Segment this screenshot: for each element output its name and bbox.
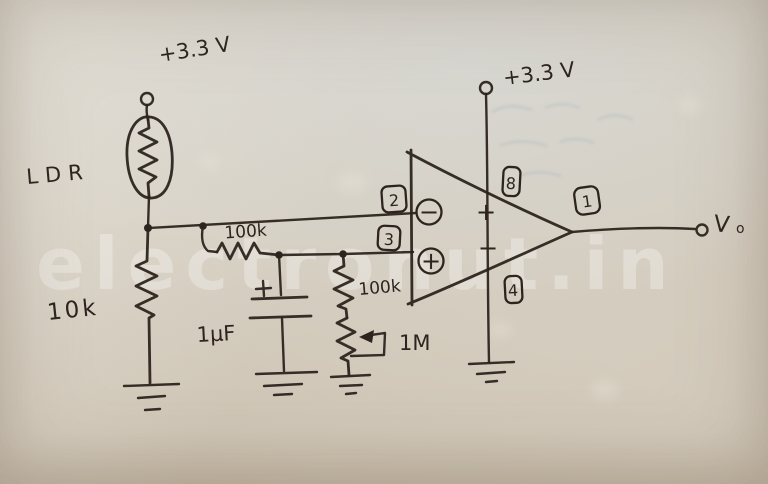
wire-cap-to-ref <box>277 252 345 257</box>
output-terminal <box>695 223 709 237</box>
ground-symbol-left <box>122 382 181 412</box>
paper-texture <box>199 96 702 400</box>
potentiometer-arrow <box>349 330 387 358</box>
resistor-100k-ref-label: 100k <box>358 276 402 300</box>
output-label-sub: o <box>736 221 745 237</box>
capacitor-1uf <box>248 253 313 373</box>
wire-ldr-to-node <box>146 194 151 230</box>
pin-2-label: 2 <box>388 191 399 211</box>
ground-symbol-opamp <box>467 360 516 384</box>
opamp-inverting-input-circle <box>415 198 443 226</box>
opamp-vplus-sign: + <box>476 198 496 226</box>
ground-symbol-cap <box>254 370 319 397</box>
pin-3-label: 3 <box>383 230 394 250</box>
supply-terminal-right <box>478 80 494 96</box>
opamp-noninverting-sign: + <box>421 247 441 275</box>
wire-node-to-pin2 <box>146 211 418 230</box>
resistor-10k <box>134 226 159 385</box>
ldr-label: LDR <box>25 160 90 189</box>
supply-label-right: +3.3 V <box>502 57 577 90</box>
wire-branch-down <box>200 224 219 254</box>
capacitor-plus-sign <box>254 279 273 298</box>
pin-4-badge: 4 <box>503 274 524 305</box>
opamp-noninverting-input-circle <box>417 247 445 275</box>
wire-supply-rail <box>484 92 491 364</box>
ground-symbol-pot <box>329 373 372 396</box>
pin-8-label: 8 <box>505 174 516 194</box>
wire-to-pin3 <box>341 250 415 256</box>
pin-8-badge: 8 <box>501 165 522 198</box>
opamp-inverting-sign: − <box>419 198 439 226</box>
resistor-100k-ref <box>332 252 355 320</box>
pin-1-badge: 1 <box>573 185 602 216</box>
capacitor-label: 1µF <box>196 321 236 347</box>
resistor-100k-series <box>215 241 281 261</box>
potentiometer-1m <box>335 316 387 377</box>
output-label: V <box>712 211 731 239</box>
output-wire <box>570 226 697 234</box>
resistor-100k-series-label: 100k <box>224 221 268 244</box>
pin-4-label: 4 <box>507 281 518 301</box>
supply-terminal-left <box>139 91 155 107</box>
pin-3-badge: 3 <box>376 224 402 252</box>
pin-2-badge: 2 <box>380 184 408 214</box>
ldr-symbol <box>125 115 174 200</box>
supply-label-left: +3.3 V <box>157 32 233 67</box>
watermark-text: electronut.in <box>36 222 678 306</box>
pin-1-label: 1 <box>581 191 594 211</box>
ghost-handwriting <box>491 102 634 178</box>
resistor-10k-label: 10k <box>46 295 100 326</box>
potentiometer-label: 1M <box>399 331 430 355</box>
